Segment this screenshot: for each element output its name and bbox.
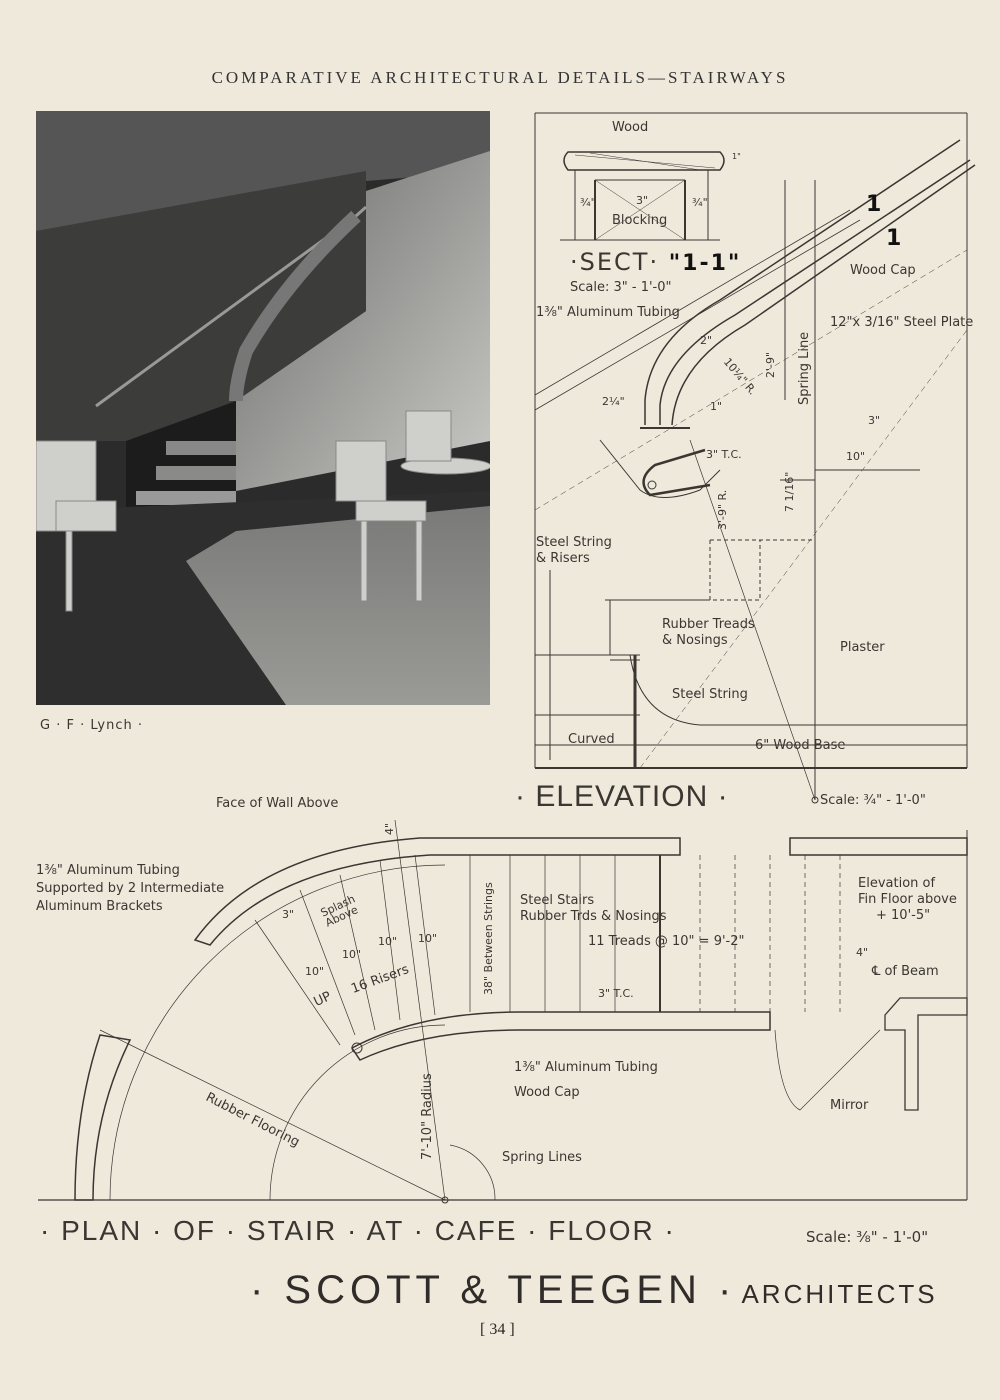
stairway-photo	[35, 111, 492, 705]
handrail-elevation	[534, 139, 976, 429]
rail-end-detail	[599, 439, 721, 498]
label-between-strings: 38" Between Strings	[482, 882, 495, 995]
line-1: Steel Stairs	[520, 893, 595, 908]
section-mark-2: 1	[886, 226, 902, 251]
label-dim-3-plan: 3"	[282, 908, 295, 921]
label-steel-string: Steel String	[672, 687, 748, 702]
line-1: Steel String	[536, 535, 612, 550]
label-plaster: Plaster	[840, 640, 885, 655]
label-steel-plate: 12"x 3/16" Steel Plate	[830, 315, 974, 330]
page-number: [ 34 ]	[480, 1321, 515, 1338]
label-spring-lines: Spring Lines	[502, 1150, 582, 1165]
label-dim-height: 1"	[732, 152, 741, 161]
architect-credit: · SCOTT & TEEGEN · ARCHITECTS	[250, 1268, 938, 1313]
label-dim-10-d: 10"	[418, 932, 438, 945]
label-blocking: Blocking	[612, 213, 668, 228]
line-2: & Nosings	[662, 633, 728, 648]
label-dim-2-9: 2'-9"	[764, 351, 777, 378]
line-2: Fin Floor above	[858, 892, 957, 907]
label-plan-wood-cap: Wood Cap	[514, 1085, 580, 1100]
label-spring-line: Spring Line	[797, 331, 812, 405]
line-1: Elevation of	[858, 876, 936, 891]
plan-drawing	[38, 819, 968, 1204]
section-mark-1: 1	[866, 192, 882, 217]
label-dim-3tc: 3" T.C.	[706, 448, 742, 461]
firm-name: · SCOTT & TEEGEN ·	[250, 1268, 737, 1312]
elevation-frame	[534, 112, 968, 769]
label-wood-cap: Wood Cap	[850, 263, 916, 278]
line-3: + 10'-5"	[876, 908, 931, 923]
label-dim-1: 1"	[710, 400, 723, 413]
elevation-scale: Scale: ¾" - 1'-0"	[820, 793, 926, 808]
label-mirror: Mirror	[830, 1098, 869, 1113]
label-radius: 7'-10" Radius	[420, 1073, 435, 1160]
label-dim-3-elev: 3"	[868, 414, 881, 427]
label-rubber-treads: Rubber Treads& Nosings	[662, 617, 755, 649]
label-wood: Wood	[612, 120, 649, 135]
label-dim-10-b: 10"	[342, 948, 362, 961]
label-dim-riser: 7 1/16"	[783, 471, 796, 512]
firm-suffix: ARCHITECTS	[741, 1279, 938, 1309]
section-title-number: "1-1"	[668, 251, 742, 276]
label-dim-right: ¾"	[692, 196, 708, 209]
label-dim-10: 10"	[846, 450, 866, 463]
line-1: 1⅜" Aluminum Tubing	[36, 863, 180, 878]
label-dim-2: 2"	[700, 334, 713, 347]
label-face-of-wall: Face of Wall Above	[216, 796, 339, 811]
label-dim-10-c: 10"	[378, 935, 398, 948]
page-header: COMPARATIVE ARCHITECTURAL DETAILS—STAIRW…	[211, 68, 789, 87]
line-2: & Risers	[536, 551, 590, 566]
section-detail	[560, 151, 725, 241]
label-dim-4: 4"	[383, 822, 396, 835]
line-2: Rubber Trds & Nosings	[520, 909, 667, 924]
label-dim-3-9r: 3'-9" R.	[716, 489, 729, 530]
section-title-text: ·SECT·	[570, 248, 660, 276]
plan-title: · PLAN · OF · STAIR · AT · CAFE · FLOOR …	[40, 1215, 676, 1246]
label-dim-3: 3"	[636, 194, 649, 207]
section-scale: Scale: 3" - 1'-0"	[570, 280, 672, 295]
label-tc: 3" T.C.	[598, 987, 634, 1000]
line-1: Rubber Treads	[662, 617, 755, 632]
label-aluminum-tubing: 1⅜" Aluminum Tubing	[536, 305, 680, 320]
label-treads: 11 Treads @ 10" = 9'-2"	[588, 934, 745, 949]
photo-credit: G · F · Lynch ·	[40, 718, 143, 733]
line-2: Supported by 2 Intermediate	[36, 881, 225, 896]
label-dim-4b: 4"	[856, 946, 869, 959]
elevation-title: · ELEVATION ·	[515, 780, 729, 813]
label-dim-10-a: 10"	[305, 965, 325, 978]
label-plan-aluminum-tubing: 1⅜" Aluminum Tubing	[514, 1060, 658, 1075]
section-title: ·SECT· "1-1"	[570, 248, 741, 278]
line-3: Aluminum Brackets	[36, 899, 163, 914]
label-beam: ℄ of Beam	[872, 964, 939, 979]
stair-elevation	[534, 180, 968, 804]
plan-scale: Scale: ⅜" - 1'-0"	[806, 1228, 929, 1246]
label-curved: Curved	[568, 732, 615, 747]
label-dim-2-quarter: 2¼"	[602, 395, 625, 408]
label-dim-left: ¾"	[580, 196, 596, 209]
label-wood-base: 6" Wood Base	[755, 738, 846, 753]
label-steel-string-risers: Steel String& Risers	[536, 535, 612, 567]
